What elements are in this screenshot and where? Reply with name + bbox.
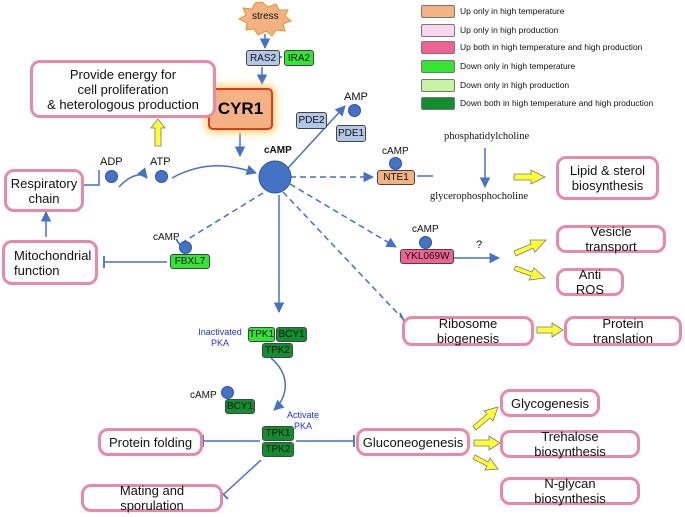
legend-label: Down only in high production	[460, 80, 570, 90]
glycerophosphocholine-label: glycerophosphocholine	[430, 191, 528, 202]
legend-swatch	[421, 4, 455, 18]
atp-label: ATP	[150, 156, 171, 168]
stress-starburst	[237, 1, 292, 37]
legend-swatch	[421, 78, 455, 92]
outcome-vesicle-transport: Vesicle transport	[556, 224, 666, 254]
inactivated-pka-label: Inactivated PKA	[198, 327, 242, 348]
nte1-node: NTE1	[377, 170, 415, 185]
fbxl7-node: FBXL7	[170, 254, 210, 269]
amp-label: AMP	[344, 91, 368, 103]
fbxl7-camp-molecule	[179, 241, 192, 254]
outcome-mating-sporulation: Mating and sporulation	[81, 483, 223, 513]
fbxl7-camp-label: cAMP	[153, 232, 180, 243]
activate-pka-label: Activate PKA	[286, 410, 319, 431]
tpk2-active-node: TPK2	[262, 442, 294, 457]
outcome-mitochondrial-function: Mitochondrial function	[2, 240, 98, 285]
legend-label: Down both in high temperature and high p…	[460, 98, 654, 108]
outcome-protein-folding: Protein folding	[98, 428, 203, 456]
legend-item: Down both in high temperature and high p…	[421, 96, 653, 110]
yellow-arrows	[150, 118, 564, 471]
atp-molecule	[155, 170, 168, 183]
ykl069w-camp-label: cAMP	[412, 224, 439, 235]
outcome-n-glycan-biosynthesis: N-glycan biosynthesis	[500, 476, 640, 506]
outcome-ribosome-biogenesis: Ribosome biogenesis	[402, 316, 534, 346]
nte1-camp-label: cAMP	[382, 146, 409, 157]
legend-label: Up only in high production	[460, 25, 559, 35]
cyr1-node: CYR1	[208, 88, 273, 130]
legend-swatch	[421, 96, 455, 110]
bcy1-camp-molecule	[221, 386, 234, 399]
legend-item: Up only in high production	[421, 23, 558, 37]
outcome-respiratory-chain: Respiratory chain	[4, 169, 84, 212]
ras2-node: RAS2	[246, 50, 280, 66]
tpk1-inactive-node: TPK1	[248, 327, 275, 342]
phosphatidylcholine-label: phosphatidylcholine	[444, 131, 530, 142]
legend-item: Down only in high temperature	[421, 59, 575, 73]
nte1-camp-molecule	[389, 157, 402, 170]
adp-molecule	[105, 170, 118, 183]
outcome-anti-ros: Anti ROS	[556, 267, 624, 297]
pde2-node: PDE2	[296, 112, 327, 129]
stress-label: stress	[252, 11, 279, 22]
pathway-arrows	[40, 34, 501, 495]
outcome-protein-translation: Protein translation	[564, 316, 682, 346]
legend-item: Up both in high temperature and high pro…	[421, 40, 642, 54]
outcome-trehalose-biosynthesis: Trehalose biosynthesis	[500, 429, 640, 459]
outcome-energy: Provide energy for cell proliferation & …	[30, 60, 216, 118]
legend-swatch	[421, 23, 455, 37]
legend-label: Up only in high temperature	[460, 6, 565, 16]
legend-item: Up only in high temperature	[421, 4, 564, 18]
outcome-gluconeogenesis: Gluconeogenesis	[356, 428, 470, 456]
ykl069w-node: YKL069W	[400, 249, 454, 264]
legend-label: Down only in high temperature	[460, 61, 576, 71]
outcome-lipid-sterol-biosynthesis: Lipid & sterol biosynthesis	[556, 156, 659, 200]
legend-item: Down only in high production	[421, 78, 569, 92]
camp-center-label: cAMP	[264, 145, 292, 156]
amp-molecule	[348, 104, 361, 117]
ykl069w-camp-molecule	[419, 236, 432, 249]
camp-sphere	[258, 160, 292, 194]
tpk1-active-node: TPK1	[262, 426, 294, 441]
pde1-node: PDE1	[336, 125, 366, 142]
bcy1-inactive-node: BCY1	[276, 327, 307, 342]
legend-label: Up both in high temperature and high pro…	[460, 42, 643, 52]
tpk2-inactive-node: TPK2	[262, 343, 293, 358]
outcome-glycogenesis: Glycogenesis	[500, 389, 600, 417]
ira2-node: IRA2	[284, 50, 314, 66]
unknown-mechanism-label: ?	[476, 239, 483, 251]
legend-swatch	[421, 59, 455, 73]
bcy1-released-node: BCY1	[225, 399, 255, 414]
legend-swatch	[421, 40, 455, 54]
adp-label: ADP	[100, 156, 123, 168]
bcy1-camp-label: cAMP	[190, 390, 217, 401]
